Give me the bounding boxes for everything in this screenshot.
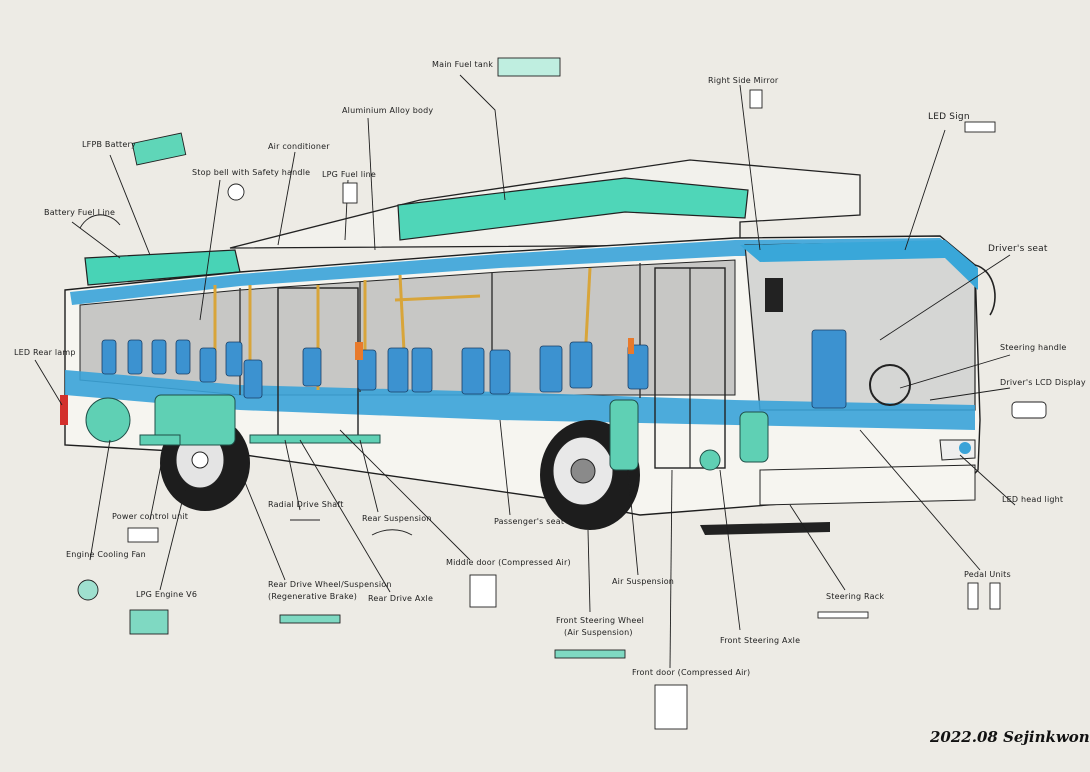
label-engine-cooling-fan: Engine Cooling Fan (66, 550, 146, 559)
label-drivers-lcd-display: Driver's LCD Display (1000, 378, 1086, 387)
label-stop-bell: Stop bell with Safety handle (192, 168, 311, 177)
label-rear-drive-wheel: Rear Drive Wheel/Suspension (268, 580, 392, 589)
label-rear-drive-axle: Rear Drive Axle (368, 594, 434, 603)
label-lfpb-battery: LFPB Battery (82, 140, 136, 149)
label-led-head-light: LED head light (1002, 495, 1064, 504)
label-main-fuel-tank: Main Fuel tank (432, 60, 494, 69)
label-led-sign: LED Sign (928, 112, 970, 122)
leader-lines (34, 74, 1016, 669)
label-battery-fuel-line: Battery Fuel Line (44, 208, 116, 217)
label-lpg-engine: LPG Engine V6 (136, 590, 198, 599)
label-led-rear-lamp: LED Rear lamp (14, 348, 76, 357)
label-front-steering-axle: Front Steering Axle (720, 636, 801, 645)
label-aluminium-alloy-body: Aluminium Alloy body (342, 106, 434, 115)
windshield (744, 241, 976, 411)
label-steering-rack: Steering Rack (826, 592, 885, 601)
label-front-door: Front door (Compressed Air) (632, 668, 751, 677)
windshield-blue-frame (740, 240, 978, 290)
part-sketches (77, 57, 1047, 730)
label-rear-drive-wheel-sub: (Regenerative Brake) (268, 592, 358, 601)
artist-signature: 2022.08 Sejinkwon (930, 728, 1090, 746)
label-radial-drive-shaft: Radial Drive Shaft (268, 500, 344, 509)
label-front-steering-wheel-sub: (Air Suspension) (564, 628, 633, 637)
label-steering-handle: Steering handle (1000, 343, 1067, 352)
label-air-conditioner: Air conditioner (268, 142, 330, 151)
label-front-steering-wheel: Front Steering Wheel (556, 616, 645, 625)
label-air-suspension: Air Suspension (612, 577, 675, 586)
label-middle-door: Middle door (Compressed Air) (446, 558, 571, 567)
label-right-side-mirror: Right Side Mirror (708, 76, 779, 85)
label-lpg-fuel-line: LPG Fuel line (322, 170, 376, 179)
passenger-seats (101, 329, 847, 409)
label-drivers-seat: Driver's seat (988, 244, 1048, 254)
label-rear-suspension: Rear Suspension (362, 514, 432, 523)
roof-fuel-tank (397, 177, 749, 241)
drivetrain (85, 394, 769, 471)
label-power-control-unit: Power control unit (112, 512, 189, 521)
label-pedal-units: Pedal Units (964, 570, 1011, 579)
label-passengers-seat: Passenger's seat (494, 517, 565, 526)
